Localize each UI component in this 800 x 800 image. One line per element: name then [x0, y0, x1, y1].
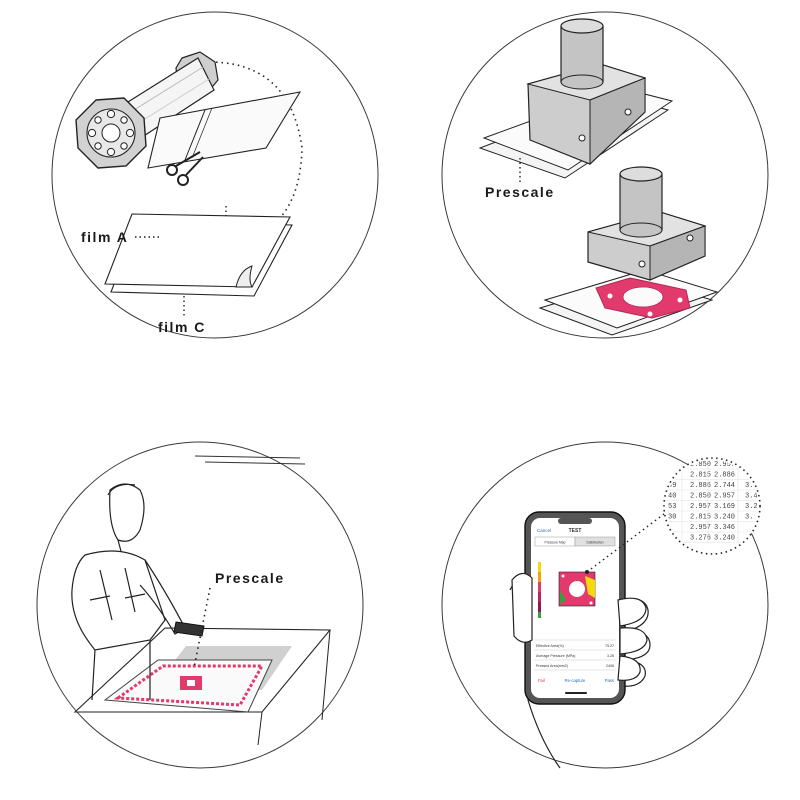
worker-figure	[71, 483, 186, 701]
magnifier-cell: 40	[668, 493, 676, 501]
magnifier-cell: 2.886	[690, 482, 711, 490]
label-prescale-scan: Prescale	[215, 570, 285, 586]
metric-effective-area-value: 75.27	[605, 644, 614, 648]
magnifier-cell: 2.957	[690, 524, 711, 532]
magnifier-cell: 3.346	[714, 524, 735, 532]
magnifier-cell: 2.957	[714, 493, 735, 501]
magnifier-cell: 3.1	[745, 482, 758, 490]
press-lower	[538, 166, 719, 336]
magnifier-cell: 3.2	[745, 503, 758, 511]
magnifier-cell: 2.957	[690, 503, 711, 511]
magnifier-cell: 3.	[745, 514, 753, 522]
label-prescale-press: Prescale	[485, 184, 555, 200]
hand-fingers	[511, 572, 648, 681]
press-upper	[478, 18, 674, 179]
magnifier-cell: 3.240	[714, 514, 735, 522]
pressure-map-image	[558, 571, 596, 607]
handheld-phone	[173, 621, 205, 637]
magnifier-cell: 53	[668, 503, 676, 511]
label-film-c: film C	[158, 319, 206, 335]
magnifier-cell: 49	[668, 482, 676, 490]
magnifier-cell: 2.815	[690, 472, 711, 480]
magnifier-cell: 3.276	[690, 535, 711, 543]
magnifier-cell: 3.169	[714, 503, 735, 511]
panel-scanning: Prescale	[36, 441, 364, 769]
app-cancel-link[interactable]: Cancel	[537, 528, 551, 533]
magnifier-cell: 2.957	[714, 461, 735, 469]
magnifier-cell: 2.815	[690, 514, 711, 522]
metric-pressed-area-value: 2408	[606, 664, 614, 668]
fail-button[interactable]: Fail	[538, 678, 545, 683]
tab-distribution[interactable]	[574, 536, 616, 547]
prescale-sheet	[103, 659, 273, 713]
pass-button[interactable]: Pass	[605, 678, 614, 683]
film-sheets	[104, 213, 293, 297]
recapture-button[interactable]: Re-capture	[565, 678, 586, 683]
label-film-a: film A	[81, 229, 128, 245]
app-title: TEST	[569, 528, 582, 534]
metric-effective-area-label: Effective Area(%)	[536, 644, 564, 648]
magnifier-cell: 2.886	[714, 472, 735, 480]
tab-pressure-map-label: Pressure Map	[544, 541, 565, 545]
magnifier-cell: 3.240	[714, 535, 735, 543]
magnifier-cell: 2.744	[714, 482, 735, 490]
magnifier-cell: 3.4	[745, 493, 758, 501]
metrics-list: Effective Area(%) 75.27 Average Pressure…	[534, 639, 616, 671]
panel-press: Prescale	[441, 11, 769, 339]
magnifier-cell: 2.850	[690, 493, 711, 501]
color-scale-bar	[538, 562, 541, 618]
metric-pressed-area-label: Pressed Area(mm2)	[536, 664, 568, 668]
hand-outline	[509, 575, 651, 769]
magnifier-cell: 30	[668, 514, 676, 522]
smartphone	[524, 511, 626, 705]
scissors-icon	[166, 151, 204, 186]
roll-front-end	[75, 97, 147, 169]
metric-average-pressure-label: Average Pressure (MPa)	[536, 654, 575, 658]
magnifier-cell: 2.850	[690, 461, 711, 469]
panel-film-cutting: film A film C	[51, 11, 379, 339]
panel-phone-analysis: Cancel TEST Pressure Map Distribution	[441, 441, 769, 769]
tab-distribution-label: Distribution	[587, 541, 604, 545]
metric-average-pressure-value: 3.26	[607, 654, 614, 658]
